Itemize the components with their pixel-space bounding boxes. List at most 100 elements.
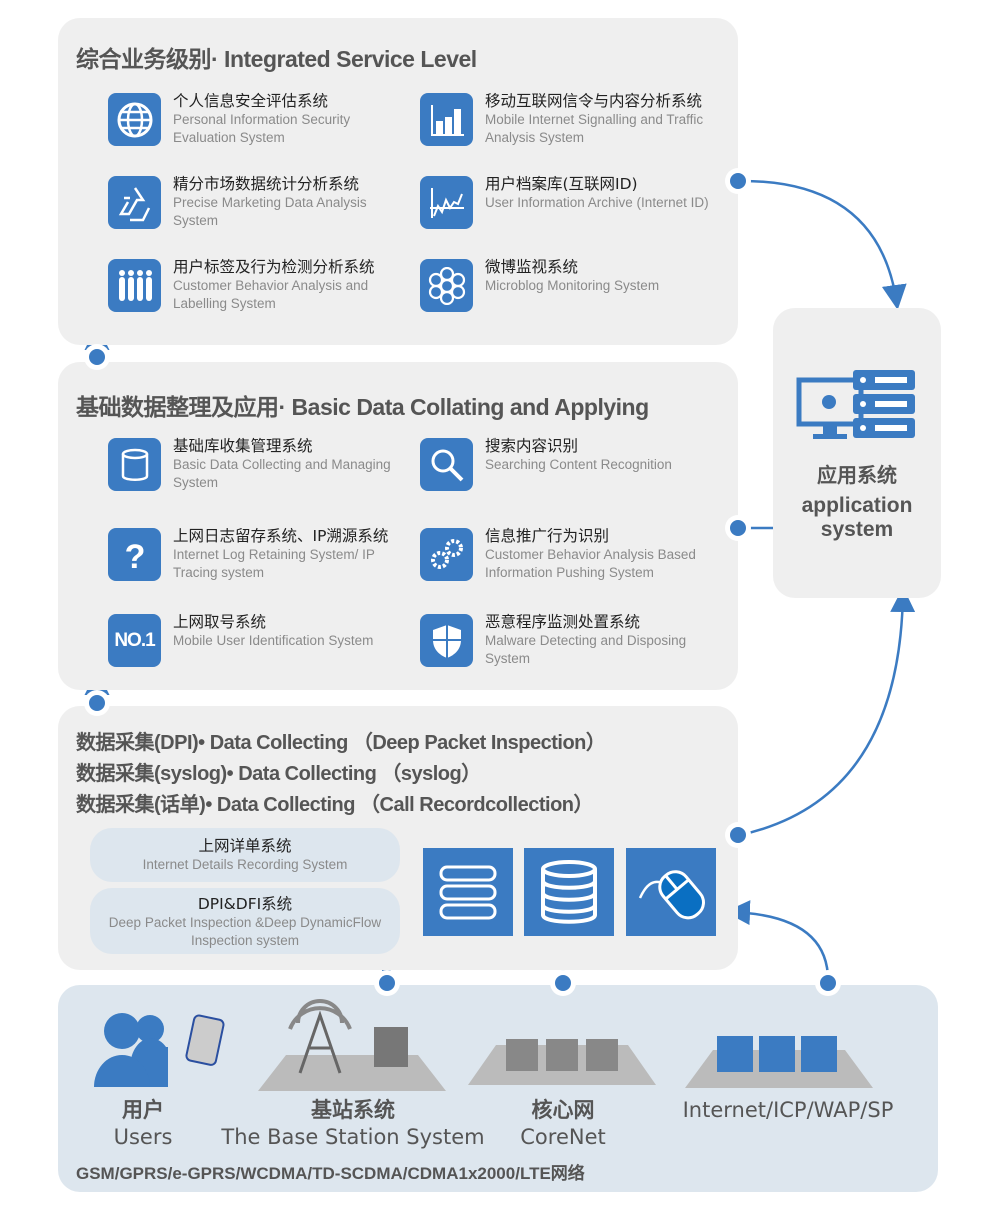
icon-tile: ? (108, 528, 161, 581)
system-item: 微博监视系统 Microblog Monitoring System (420, 258, 720, 319)
item-subtitle: Basic Data Collecting and Managing Syste… (173, 457, 391, 490)
basic-data-panel: 基础数据整理及应用· Basic Data Collating and Appl… (58, 362, 738, 690)
collecting-line: 数据采集(DPI)• Data Collecting （Deep Packet … (76, 732, 606, 754)
database-tile (524, 848, 614, 936)
icon-tile (108, 438, 161, 491)
base-station-icon (258, 999, 446, 1091)
shield-icon (432, 624, 461, 658)
base-station-label-en: The Base Station System (221, 1125, 485, 1149)
line-chart-icon (429, 187, 464, 218)
pill-title: 上网详单系统 (198, 837, 292, 855)
item-title: 移动互联网信令与内容分析系统 (485, 92, 703, 110)
mouse-tile (626, 848, 716, 936)
item-title: 恶意程序监测处置系统 (485, 613, 641, 631)
mouse-icon (638, 870, 705, 920)
system-item: ? 上网日志留存系统、IP溯源系统 Internet Log Retaining S… (108, 527, 408, 588)
item-subtitle: Customer Behavior Analysis Based Informa… (485, 547, 696, 580)
integrated-service-panel: 综合业务级别· Integrated Service Level (58, 18, 738, 345)
item-subtitle: User Information Archive (Internet ID) (485, 195, 709, 210)
icon-tile (108, 259, 161, 312)
item-title: 基础库收集管理系统 (173, 437, 313, 455)
system-item: NO.1 上网取号系统 Mobile User Identification Sys… (108, 613, 408, 674)
connector-dot (374, 970, 400, 996)
item-title: 上网取号系统 (173, 613, 267, 631)
collecting-line: 数据采集(话单)• Data Collecting （Call Recordco… (76, 794, 594, 816)
collecting-line: 数据采集(syslog)• Data Collecting （syslog） (76, 763, 481, 785)
icon-tile (420, 528, 473, 581)
item-subtitle: Customer Behavior Analysis and Labelling… (173, 278, 369, 311)
system-item: 搜索内容识别 Searching Content Recognition (420, 437, 720, 498)
system-item: 用户档案库(互联网ID) User Information Archive (In… (420, 175, 720, 236)
internet-label: Internet/ICP/WAP/SP (682, 1098, 894, 1122)
database-icon (541, 860, 597, 924)
users-label-cn: 用户 (122, 1098, 164, 1122)
icon-tile: NO.1 (108, 614, 161, 667)
pill-subtitle: Internet Details Recording System (142, 857, 348, 872)
item-title: 上网日志留存系统、IP溯源系统 (173, 527, 389, 545)
connector-dot (725, 822, 751, 848)
server-list-icon (439, 865, 497, 920)
gears-icon (430, 538, 463, 569)
database-icon (121, 448, 148, 481)
question-icon: ? (124, 538, 145, 574)
item-subtitle: Searching Content Recognition (485, 457, 672, 472)
icon-tile (420, 614, 473, 667)
connector-dot (725, 168, 751, 194)
system-item: 用户标签及行为检测分析系统 Customer Behavior Analysis … (108, 258, 408, 319)
globe-icon (117, 102, 152, 137)
item-title: 精分市场数据统计分析系统 (173, 175, 360, 193)
system-item: 精分市场数据统计分析系统 Precise Marketing Data Analy… (108, 175, 408, 236)
item-subtitle: Malware Detecting and Disposing System (485, 633, 687, 666)
base-station-label-cn: 基站系统 (311, 1098, 395, 1122)
svg-text:?: ? (124, 538, 145, 574)
corenet-label-en: CoreNet (520, 1125, 606, 1149)
connector-dot (84, 344, 110, 370)
connector-dot (550, 970, 576, 996)
item-title: 用户档案库(互联网ID) (485, 175, 638, 193)
app-title-cn: 应用系统 (817, 463, 897, 487)
corenet-label-cn: 核心网 (531, 1098, 595, 1122)
search-icon (431, 449, 463, 481)
recycle-icon (118, 186, 150, 221)
icon-tile (108, 176, 161, 229)
connector-dot (84, 690, 110, 716)
no1-icon: NO.1 (114, 629, 155, 651)
pill-subtitle: Deep Packet Inspection &Deep DynamicFlow… (108, 915, 382, 948)
system-item: 恶意程序监测处置系统 Malware Detecting and Disposin… (420, 613, 720, 674)
item-subtitle: Mobile User Identification System (173, 633, 374, 648)
connector-dot (815, 970, 841, 996)
system-item: 基础库收集管理系统 Basic Data Collecting and Manag… (108, 437, 408, 498)
item-subtitle: Precise Marketing Data Analysis System (173, 195, 367, 228)
item-title: 微博监视系统 (485, 258, 579, 276)
network-panel: 用户 Users 基站系统 The Base Station System 核心网 C… (58, 985, 938, 1192)
item-subtitle: Internet Log Retaining System/ IP Tracin… (173, 547, 375, 580)
users-label-en: Users (113, 1125, 173, 1149)
app-title-en: application (801, 494, 913, 517)
application-system-panel: 应用系统 application system (773, 308, 941, 598)
user-phone-icon (94, 1013, 225, 1087)
connector-dot (725, 515, 751, 541)
icon-tile (108, 93, 161, 146)
internet-details-pill: 上网详单系统 Internet Details Recording System (90, 828, 400, 882)
icon-tile (420, 259, 473, 312)
system-item: 移动互联网信令与内容分析系统 Mobile Internet Signalling… (420, 92, 720, 153)
item-title: 用户标签及行为检测分析系统 (173, 258, 375, 276)
dpi-dfi-pill: DPI&DFI系统 Deep Packet Inspection &Deep D… (90, 888, 400, 954)
core-network-icon (468, 1039, 656, 1085)
item-title: 个人信息安全评估系统 (173, 92, 329, 110)
item-subtitle: Microblog Monitoring System (485, 278, 660, 293)
internet-servers-icon (685, 1036, 873, 1088)
item-subtitle: Personal Information Security Evaluation… (173, 112, 351, 145)
icon-tile (420, 438, 473, 491)
item-title: 搜索内容识别 (485, 437, 579, 455)
bar-chart-icon (430, 104, 464, 136)
hexagon-icon (428, 266, 465, 305)
network-standards: GSM/GPRS/e-GPRS/WCDMA/TD-SCDMA/CDMA1x200… (76, 1164, 585, 1183)
item-title: 信息推广行为识别 (485, 527, 610, 545)
app-title-en: system (820, 518, 894, 541)
system-item: 个人信息安全评估系统 Personal Information Security … (108, 92, 408, 153)
item-subtitle: Mobile Internet Signalling and Traffic A… (485, 112, 704, 145)
system-item: 信息推广行为识别 Customer Behavior Analysis Based… (420, 527, 720, 588)
people-icon (118, 269, 152, 301)
monitor-server-icon (796, 370, 915, 439)
